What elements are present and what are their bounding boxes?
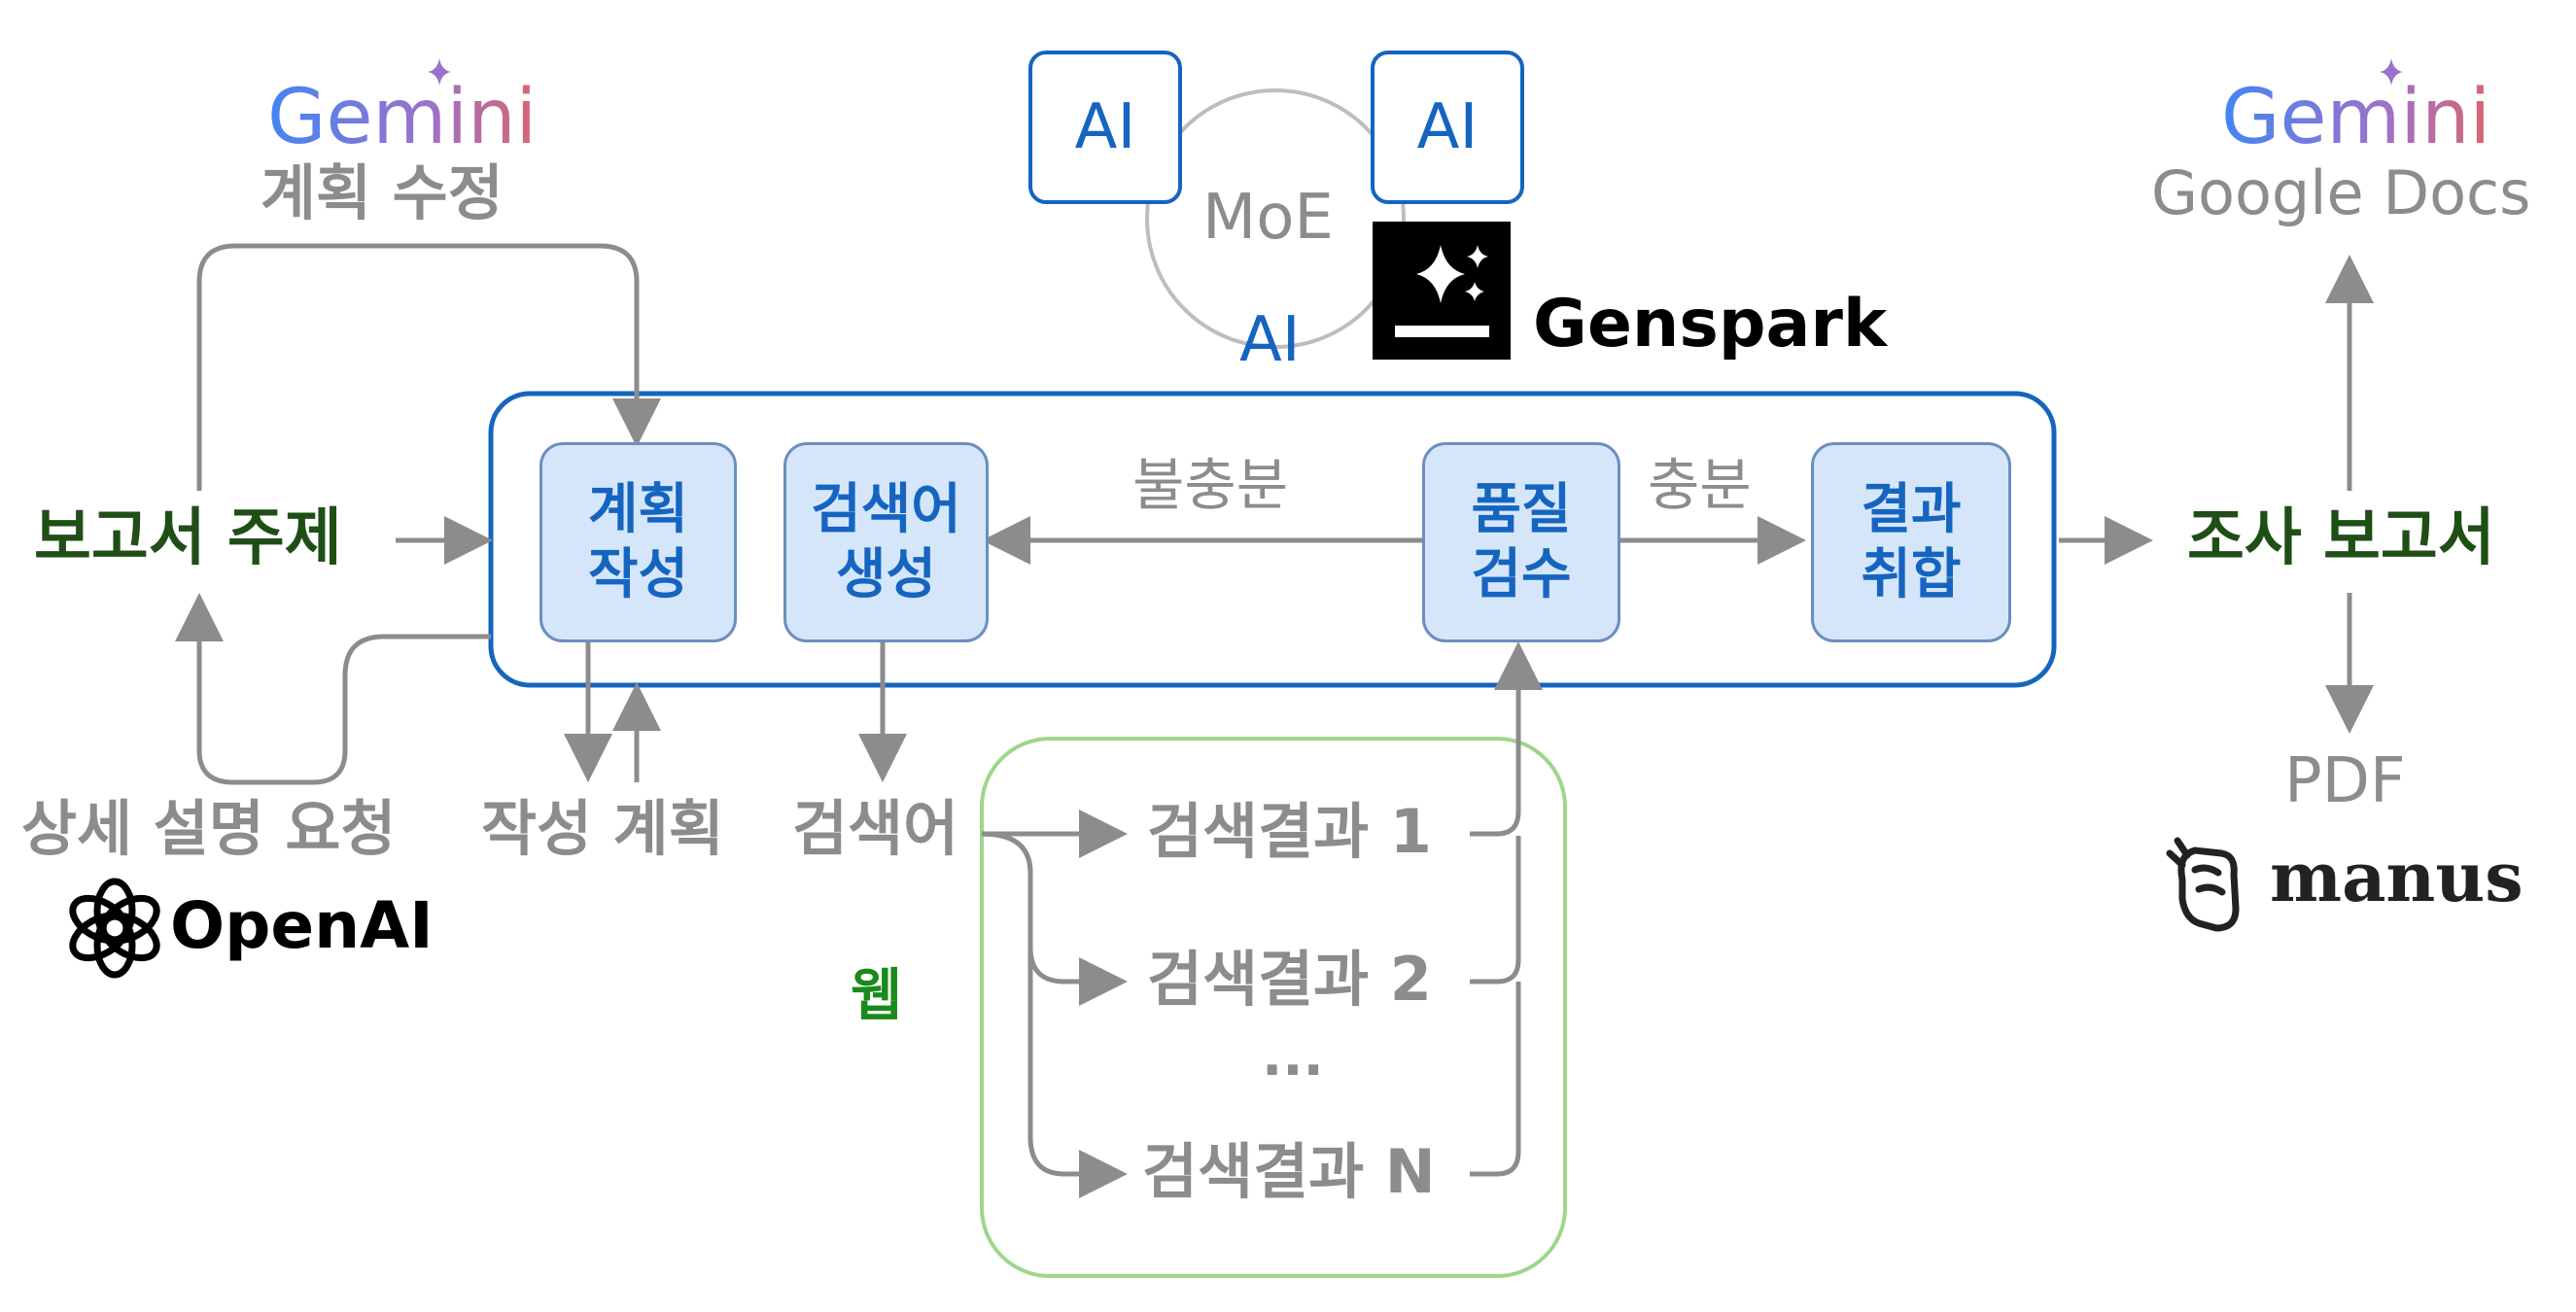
arrow-result-n xyxy=(981,831,1128,1198)
pdf-label: PDF xyxy=(2284,745,2406,817)
arrow-gemini-revise xyxy=(196,243,661,491)
gemini-sparkle-icon xyxy=(428,58,451,86)
node-quality: 품질 검수 xyxy=(1422,442,1620,642)
gemini-caption-left: 계획 수정 xyxy=(261,157,504,228)
openai-name: OpenAI xyxy=(170,888,434,963)
ai-box-right: AI xyxy=(1371,51,1524,204)
arrow-result-2 xyxy=(981,831,1128,1006)
node-query: 검색어 생성 xyxy=(783,442,989,642)
node-merge: 결과 취합 xyxy=(1811,442,2011,642)
web-box xyxy=(980,737,1567,1278)
ai-label-bottom: AI xyxy=(1239,304,1301,376)
gemini-logo-left: Gemini xyxy=(267,74,538,161)
moe-label: MoE xyxy=(1202,182,1334,254)
genspark-logo-icon xyxy=(1373,222,1511,360)
query-label: 검색어 xyxy=(792,793,959,864)
arrow-detail-request xyxy=(175,593,491,785)
gemini-logo-right: Gemini xyxy=(2221,74,2491,161)
openai-logo-icon xyxy=(69,878,160,979)
input-topic: 보고서 주제 xyxy=(34,502,342,574)
detail-request: 상세 설명 요청 xyxy=(21,793,397,864)
label-sufficient: 충분 xyxy=(1648,452,1752,518)
search-result-1: 검색결과 1 xyxy=(1147,796,1432,867)
search-result-ellipsis: ... xyxy=(1262,1025,1324,1088)
output-report: 조사 보고서 xyxy=(2187,502,2495,574)
search-result-n: 검색결과 N xyxy=(1142,1136,1436,1207)
arrow-results-merge xyxy=(1470,641,1543,837)
web-label: 웹 xyxy=(851,962,903,1028)
manus-logo-icon xyxy=(2166,837,2240,932)
node-plan: 계획 작성 xyxy=(540,442,737,642)
gemini-sparkle-icon xyxy=(2380,58,2403,86)
manus-name: manus xyxy=(2270,837,2524,917)
search-result-2: 검색결과 2 xyxy=(1147,944,1432,1015)
moe-circle xyxy=(1145,88,1406,349)
ai-box-left: AI xyxy=(1028,51,1182,204)
written-plan-label: 작성 계획 xyxy=(481,793,724,864)
genspark-name: Genspark xyxy=(1533,286,1888,363)
label-insufficient: 불충분 xyxy=(1132,452,1289,518)
gemini-caption-right: Google Docs xyxy=(2151,157,2531,228)
